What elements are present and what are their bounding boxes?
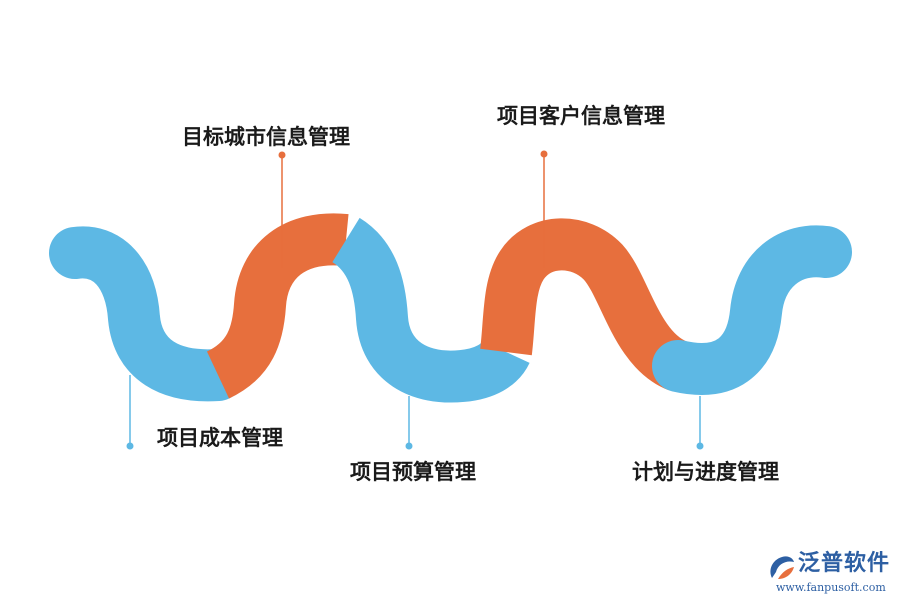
wave-segment-blue-3 xyxy=(652,225,852,395)
wave-segment-orange-1 xyxy=(205,213,349,399)
connector-dot-bot-3 xyxy=(696,442,704,450)
label-project-customer-info: 项目客户信息管理 xyxy=(497,104,665,128)
wave-segment-orange-2 xyxy=(480,218,690,391)
fanpu-logo-icon xyxy=(770,556,794,579)
logo-url: www.fanpusoft.com xyxy=(776,581,886,594)
label-project-cost: 项目成本管理 xyxy=(157,426,283,450)
label-target-city-info: 目标城市信息管理 xyxy=(182,125,350,149)
brand-logo: 泛普软件 www.fanpusoft.com xyxy=(766,552,896,598)
label-project-budget: 项目预算管理 xyxy=(350,460,476,484)
connector-dot-bot-2 xyxy=(405,442,413,450)
connector-dot-bot-1 xyxy=(126,442,134,450)
label-plan-progress: 计划与进度管理 xyxy=(632,460,779,484)
connector-dot-top-1 xyxy=(278,151,286,159)
wave-segment-blue-2 xyxy=(330,217,530,403)
logo-name: 泛普软件 xyxy=(798,551,891,576)
connector-dot-top-2 xyxy=(540,150,548,158)
wave-segment-blue-1 xyxy=(49,226,244,402)
